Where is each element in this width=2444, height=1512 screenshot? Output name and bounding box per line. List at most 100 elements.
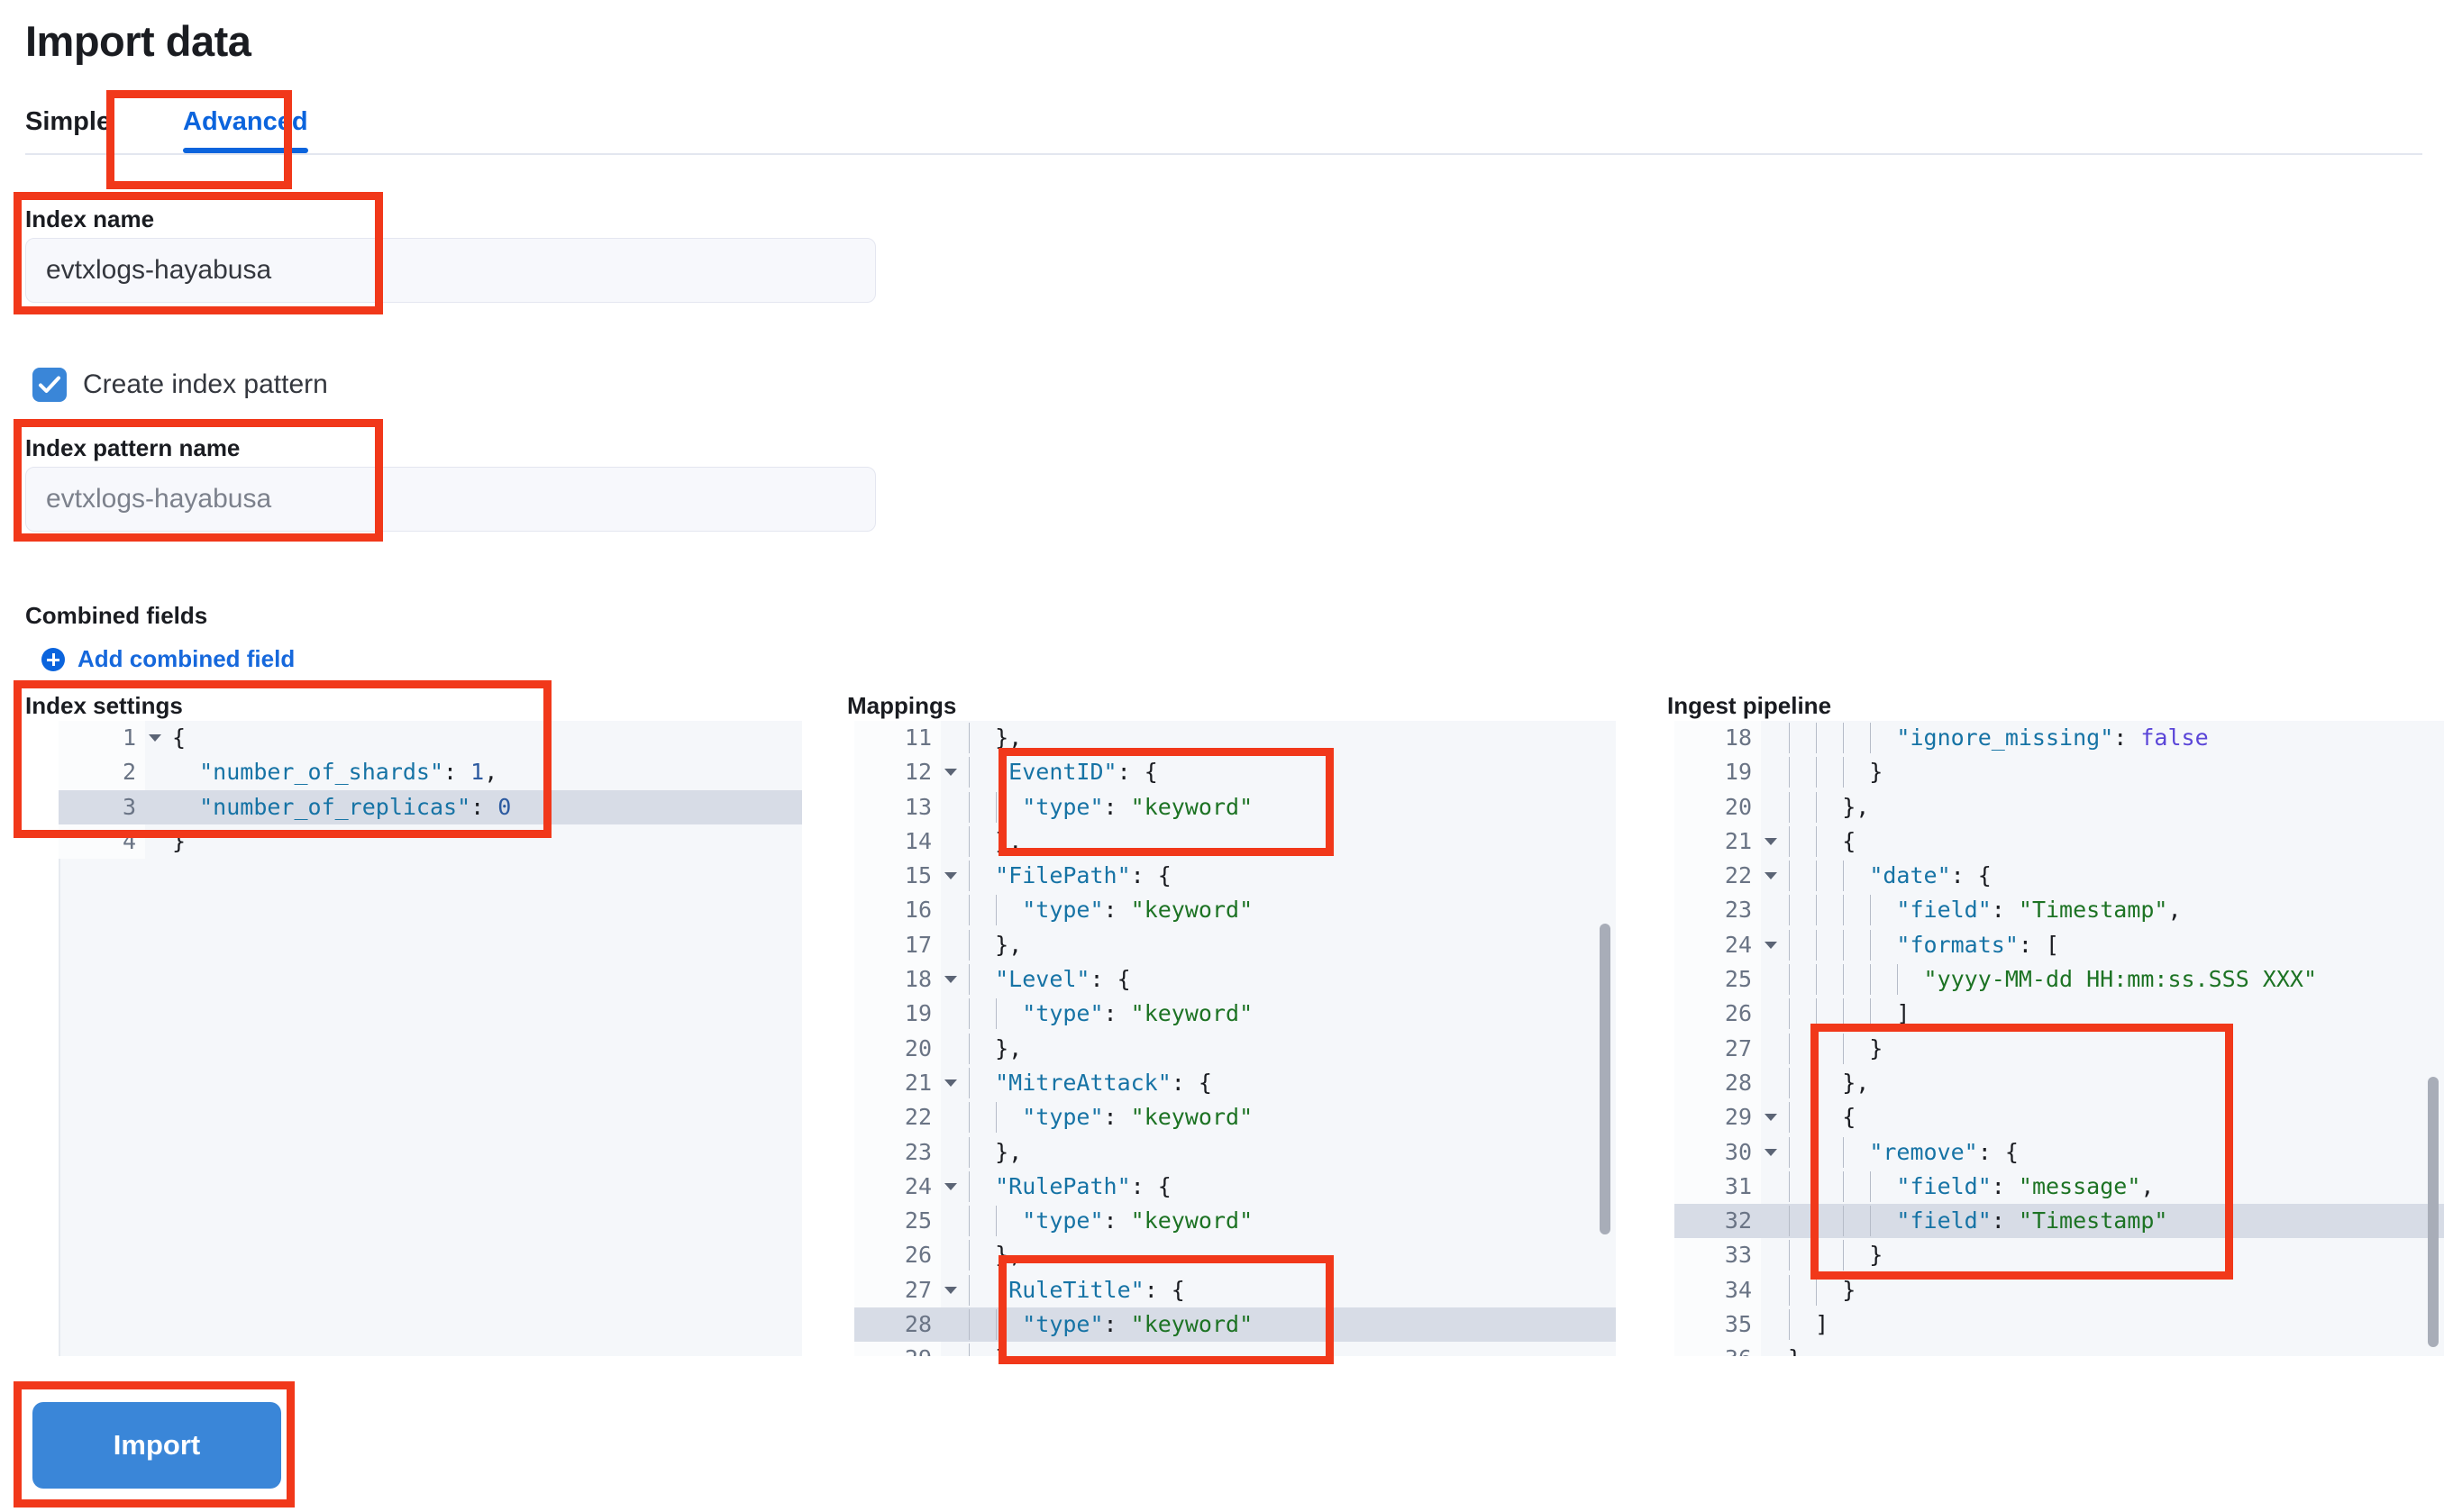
code-line[interactable]: 11 }, — [854, 721, 1616, 756]
indent-guide — [996, 998, 998, 1030]
code-line[interactable]: 20 }, — [1674, 789, 2444, 824]
code-line[interactable]: 23 }, — [854, 1134, 1616, 1170]
code-text: "type": "keyword" — [1022, 897, 1254, 924]
code-text: "Level": { — [995, 966, 1131, 993]
code-line[interactable]: 26 ] — [1674, 997, 2444, 1032]
code-line[interactable]: 32 "field": "Timestamp" — [1674, 1204, 2444, 1239]
code-text: }, — [968, 724, 1023, 751]
indent-guide — [969, 929, 970, 961]
indent-guide — [969, 1102, 970, 1134]
code-text: "RuleTitle": { — [995, 1276, 1185, 1303]
indent-guide — [1789, 998, 1790, 1030]
code-line[interactable]: 22 "date": { — [1674, 859, 2444, 894]
code-text: }, — [968, 1138, 1023, 1165]
line-number: 27 — [854, 1272, 941, 1308]
index-settings-title: Index settings — [25, 692, 183, 719]
fold-arrow-icon[interactable] — [944, 769, 957, 777]
code-line[interactable]: 12 "EventID": { — [854, 755, 1616, 790]
code-line[interactable]: 21 "MitreAttack": { — [854, 1065, 1616, 1101]
code-line[interactable]: 15 "FilePath": { — [854, 859, 1616, 894]
code-text: "type": "keyword" — [1022, 1104, 1254, 1131]
line-number: 23 — [854, 1134, 941, 1170]
code-text: }, — [968, 827, 1023, 854]
fold-arrow-icon[interactable] — [944, 976, 957, 984]
code-line[interactable]: 19 "type": "keyword" — [854, 997, 1616, 1032]
mappings-scrollbar[interactable] — [1600, 924, 1610, 1234]
code-line[interactable]: 24 "RulePath": { — [854, 1169, 1616, 1205]
code-line[interactable]: 33 } — [1674, 1238, 2444, 1273]
code-line[interactable]: 30 "remove": { — [1674, 1134, 2444, 1170]
fold-arrow-icon[interactable] — [944, 1286, 957, 1294]
indent-guide — [996, 895, 998, 926]
create-index-pattern-checkbox-row[interactable]: Create index pattern — [32, 366, 328, 404]
code-line[interactable]: 18 "ignore_missing": false — [1674, 721, 2444, 756]
code-line[interactable]: 3 "number_of_replicas": 0 — [59, 789, 802, 824]
code-line[interactable]: 34 } — [1674, 1272, 2444, 1308]
code-text: ] — [1788, 1000, 1911, 1027]
mappings-title: Mappings — [847, 692, 957, 719]
code-line[interactable]: 19 } — [1674, 755, 2444, 790]
import-button[interactable]: Import — [32, 1402, 281, 1489]
indent-guide — [969, 1274, 970, 1306]
line-number: 26 — [1674, 997, 1761, 1032]
tab-simple[interactable]: Simple — [25, 107, 112, 136]
code-line[interactable]: 25 "yyyy-MM-dd HH:mm:ss.SSS XXX" — [1674, 962, 2444, 997]
code-line[interactable]: 36} — [1674, 1342, 2444, 1356]
code-line[interactable]: 22 "type": "keyword" — [854, 1100, 1616, 1135]
ingest-pipeline-scrollbar[interactable] — [2428, 1077, 2439, 1347]
fold-arrow-icon[interactable] — [1765, 872, 1777, 880]
index-settings-editor[interactable]: 1{2 "number_of_shards": 1,3 "number_of_r… — [59, 721, 802, 1356]
fold-arrow-icon[interactable] — [1765, 1114, 1777, 1122]
indent-guide — [1816, 964, 1818, 996]
mappings-editor[interactable]: 11 },12 "EventID": {13 "type": "keyword"… — [854, 721, 1616, 1356]
code-line[interactable]: 16 "type": "keyword" — [854, 893, 1616, 928]
code-line[interactable]: 35 ] — [1674, 1307, 2444, 1343]
code-line[interactable]: 28 }, — [1674, 1065, 2444, 1101]
code-line[interactable]: 29 }, — [854, 1342, 1616, 1356]
code-line[interactable]: 23 "field": "Timestamp", — [1674, 893, 2444, 928]
fold-arrow-icon[interactable] — [1765, 941, 1777, 949]
code-line[interactable]: 27 } — [1674, 1031, 2444, 1066]
index-pattern-name-input[interactable]: evtxlogs-hayabusa — [25, 467, 876, 532]
indent-guide — [1870, 964, 1872, 996]
code-line[interactable]: 17 }, — [854, 927, 1616, 963]
code-line[interactable]: 26 }, — [854, 1238, 1616, 1273]
code-line[interactable]: 18 "Level": { — [854, 962, 1616, 997]
line-number: 31 — [1674, 1169, 1761, 1205]
tab-advanced[interactable]: Advanced — [183, 97, 308, 153]
indent-guide — [969, 1067, 970, 1098]
indent-guide — [969, 1136, 970, 1168]
code-line[interactable]: 25 "type": "keyword" — [854, 1204, 1616, 1239]
code-line[interactable]: 2 "number_of_shards": 1, — [59, 755, 802, 790]
code-line[interactable]: 13 "type": "keyword" — [854, 789, 1616, 824]
fold-arrow-icon[interactable] — [1765, 1148, 1777, 1156]
fold-arrow-icon[interactable] — [149, 734, 161, 742]
code-line[interactable]: 28 "type": "keyword" — [854, 1307, 1616, 1343]
index-name-input[interactable]: evtxlogs-hayabusa — [25, 238, 876, 303]
line-number: 28 — [1674, 1065, 1761, 1101]
line-number: 32 — [1674, 1204, 1761, 1239]
indent-guide — [1843, 964, 1845, 996]
code-line[interactable]: 24 "formats": [ — [1674, 927, 2444, 963]
line-number: 23 — [1674, 893, 1761, 928]
code-line[interactable]: 21 { — [1674, 824, 2444, 860]
fold-arrow-icon[interactable] — [944, 1079, 957, 1087]
indent-guide — [969, 861, 970, 892]
add-combined-field-button[interactable]: Add combined field — [41, 645, 295, 673]
code-line[interactable]: 29 { — [1674, 1100, 2444, 1135]
code-line[interactable]: 27 "RuleTitle": { — [854, 1272, 1616, 1308]
fold-arrow-icon[interactable] — [944, 872, 957, 880]
code-line[interactable]: 31 "field": "message", — [1674, 1169, 2444, 1205]
line-number: 24 — [854, 1169, 941, 1205]
fold-arrow-icon[interactable] — [944, 1182, 957, 1190]
indent-guide — [1789, 861, 1790, 892]
code-line[interactable]: 4} — [59, 824, 802, 860]
code-line[interactable]: 1{ — [59, 721, 802, 756]
code-line[interactable]: 20 }, — [854, 1031, 1616, 1066]
code-text: } — [172, 827, 187, 854]
fold-arrow-icon[interactable] — [1765, 837, 1777, 845]
checkmark-icon[interactable] — [32, 368, 67, 402]
code-line[interactable]: 14 }, — [854, 824, 1616, 860]
line-number: 21 — [854, 1065, 941, 1101]
